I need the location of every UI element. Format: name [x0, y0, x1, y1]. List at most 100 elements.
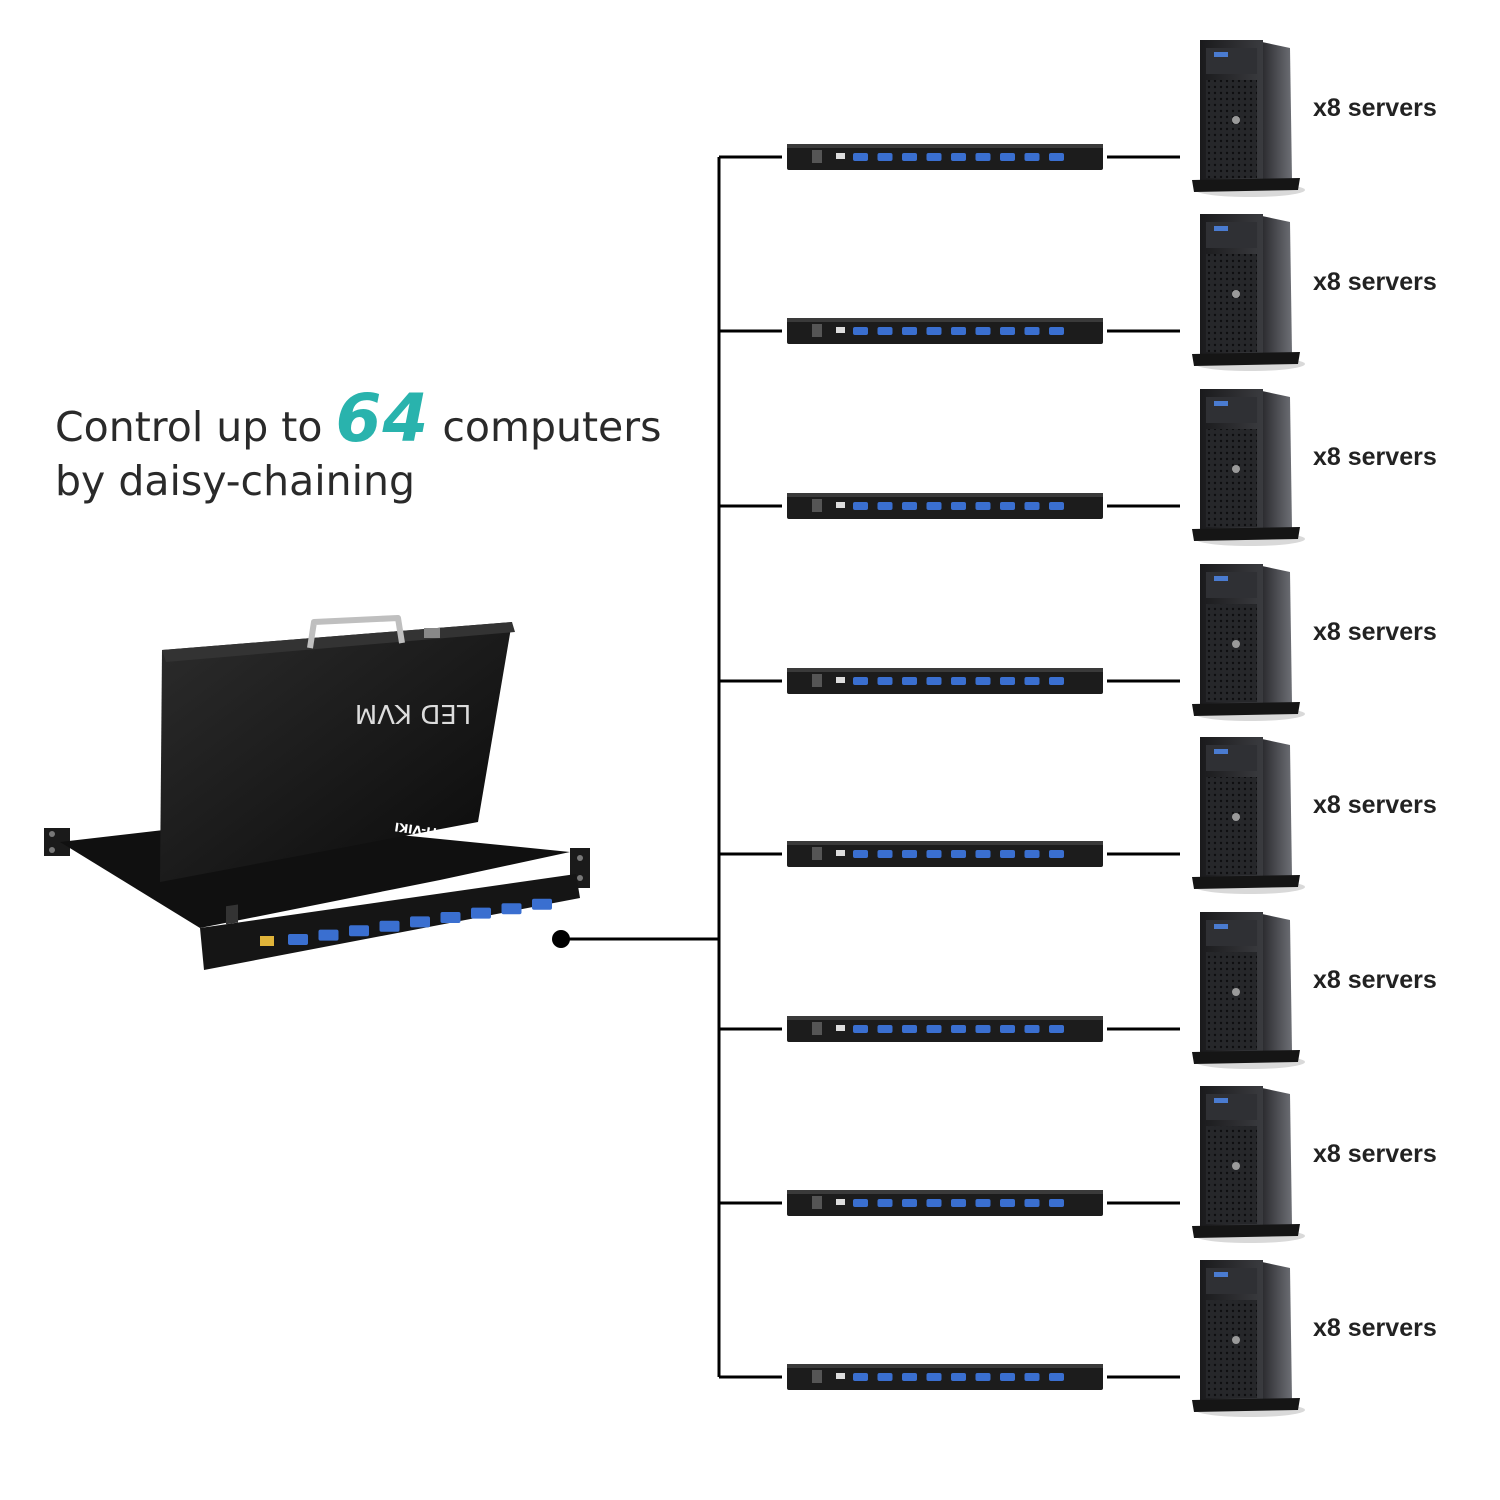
vga-port-icon: [975, 677, 991, 685]
vga-port-icon: [1049, 850, 1064, 858]
vga-port-icon: [1024, 502, 1040, 510]
console-lid: [160, 622, 512, 882]
vga-port-icon: [926, 1199, 942, 1207]
vga-port-icon: [1000, 1025, 1015, 1033]
server-tower: [1192, 912, 1305, 1069]
server-tower: [1192, 737, 1305, 894]
vga-port-icon: [902, 1373, 917, 1381]
server-tower: [1192, 564, 1305, 721]
vga-port-icon: [951, 850, 966, 858]
vga-port-icon: [1024, 153, 1040, 161]
server-tower: [1192, 40, 1305, 197]
vga-port-icon: [1000, 1373, 1015, 1381]
vga-port-icon: [1024, 1373, 1040, 1381]
server-logo-icon: [1232, 465, 1240, 473]
vga-port-icon: [951, 502, 966, 510]
vga-port-icon: [1049, 153, 1064, 161]
server-logo-icon: [1232, 813, 1240, 821]
vga-port-icon: [877, 502, 893, 510]
vga-port-icon: [877, 153, 893, 161]
servers-count-label: x8 servers: [1313, 1140, 1437, 1168]
vga-port-icon: [975, 1373, 991, 1381]
vga-port-icon: [951, 327, 966, 335]
usb-port-icon: [260, 936, 274, 946]
vga-port-icon: [877, 1199, 893, 1207]
vga-port-icon: [1049, 1199, 1064, 1207]
vga-port-icon: [926, 677, 942, 685]
vga-port-icon: [926, 1373, 942, 1381]
console-vga-ports: [288, 898, 552, 945]
vga-port-icon: [975, 1025, 991, 1033]
handle: [307, 615, 405, 649]
vga-port-icon: [902, 677, 917, 685]
servers-count-label: x8 servers: [1313, 791, 1437, 819]
vga-port-icon: [1049, 1373, 1064, 1381]
vga-port-icon: [1049, 677, 1064, 685]
vga-port-icon: [1000, 153, 1015, 161]
lock-icon: [424, 628, 440, 638]
vga-port-icon: [853, 1373, 868, 1381]
vga-port-icon: [902, 850, 917, 858]
vga-port-icon: [853, 1025, 868, 1033]
vga-port-icon: [1000, 850, 1015, 858]
server-towers: [1192, 40, 1305, 1417]
vga-port-icon: [926, 502, 942, 510]
headline-text-2: computers: [429, 403, 662, 451]
vga-port-icon: [1024, 1025, 1040, 1033]
vga-port-icon: [975, 1199, 991, 1207]
vga-port-icon: [951, 153, 966, 161]
vga-port-icon: [1024, 327, 1040, 335]
kvm-switch: [787, 841, 1103, 867]
vga-port-icon: [853, 327, 868, 335]
vga-port-icon: [1000, 1199, 1015, 1207]
servers-count-label: x8 servers: [1313, 618, 1437, 646]
kvm-switch: [787, 1190, 1103, 1216]
vga-port-icon: [877, 327, 893, 335]
vga-port-icon: [853, 850, 868, 858]
vga-port-icon: [951, 1373, 966, 1381]
headline-text-1: Control up to: [55, 403, 336, 451]
vga-port-icon: [379, 920, 400, 932]
vga-port-icon: [877, 1373, 893, 1381]
server-tower: [1192, 1260, 1305, 1417]
vga-port-icon: [951, 1025, 966, 1033]
kvm-switch: [787, 493, 1103, 519]
screen-label: LED KVM: [355, 698, 471, 728]
server-tower: [1192, 214, 1305, 371]
vga-port-icon: [902, 1025, 917, 1033]
vga-port-icon: [853, 677, 868, 685]
servers-count-label: x8 servers: [1313, 94, 1437, 122]
vga-port-icon: [926, 327, 942, 335]
vga-port-icon: [902, 153, 917, 161]
vga-port-icon: [926, 850, 942, 858]
vga-port-icon: [410, 916, 430, 928]
kvm-switch: [787, 1016, 1103, 1042]
server-logo-icon: [1232, 116, 1240, 124]
vga-port-icon: [532, 898, 552, 910]
vga-port-icon: [440, 912, 461, 923]
server-tower: [1192, 1086, 1305, 1243]
vga-port-icon: [853, 502, 868, 510]
vga-port-icon: [1049, 1025, 1064, 1033]
vga-port-icon: [975, 327, 991, 335]
vga-port-icon: [975, 502, 991, 510]
kvm-switch: [787, 1364, 1103, 1390]
vga-port-icon: [1000, 677, 1015, 685]
vga-port-icon: [951, 1199, 966, 1207]
vga-port-icon: [1024, 677, 1040, 685]
vga-port-icon: [1000, 502, 1015, 510]
vga-port-icon: [853, 1199, 868, 1207]
vga-port-icon: [1024, 1199, 1040, 1207]
vga-port-icon: [877, 1025, 893, 1033]
kvm-switch: [787, 318, 1103, 344]
vga-port-icon: [349, 925, 369, 937]
vga-port-icon: [877, 677, 893, 685]
server-logo-icon: [1232, 988, 1240, 996]
vga-port-icon: [471, 907, 491, 919]
server-logo-icon: [1232, 1336, 1240, 1344]
vga-port-icon: [1000, 327, 1015, 335]
kvm-switch: [787, 144, 1103, 170]
brand-logo: MT-VIKI: [394, 820, 445, 841]
vga-port-icon: [926, 1025, 942, 1033]
